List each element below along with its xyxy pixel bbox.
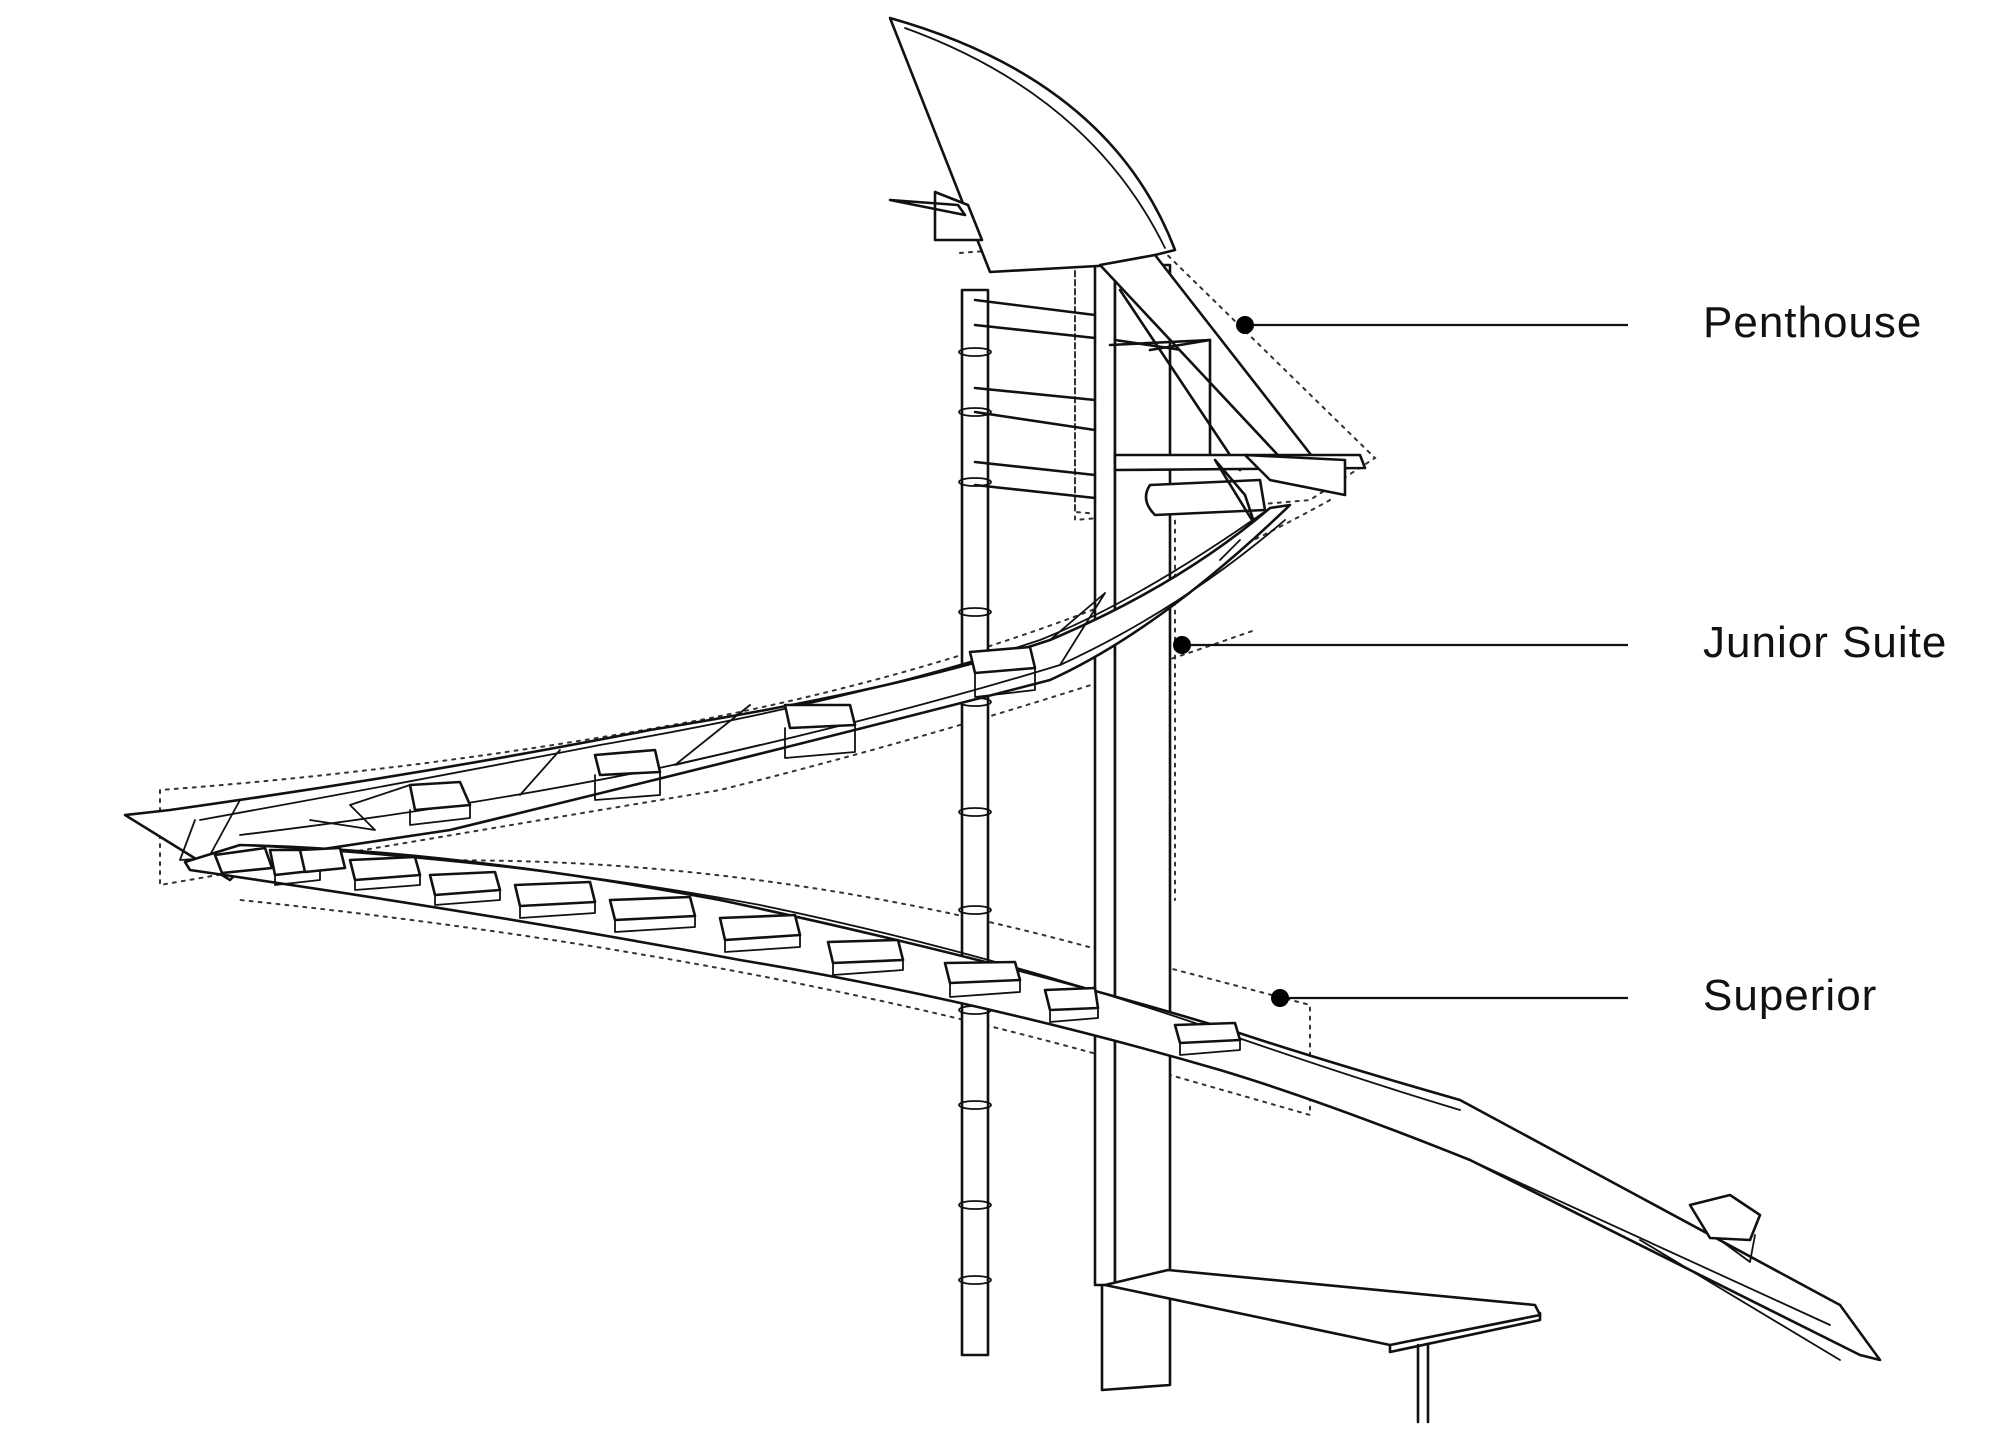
label-junior-suite: Junior Suite (1703, 618, 1947, 667)
superior-marker (1271, 989, 1289, 1007)
superior-blocks (213, 846, 1242, 1056)
superior-slab (183, 843, 1882, 1362)
penthouse-roof (888, 16, 1367, 527)
left-column (958, 288, 992, 1357)
label-superior: Superior (1703, 971, 1877, 1020)
penthouse-marker (1236, 316, 1254, 334)
ground-slab (1103, 1268, 1542, 1424)
main-column (1093, 263, 1172, 1392)
junior-suite-blocks (408, 645, 1037, 826)
label-penthouse: Penthouse (1703, 298, 1922, 347)
dotted-envelopes (159, 236, 1377, 1117)
envelope-superior (239, 859, 1311, 1117)
callouts (1173, 316, 1628, 1007)
envelope-junior-suite (159, 499, 1331, 887)
junior-suite-marker (1173, 636, 1191, 654)
